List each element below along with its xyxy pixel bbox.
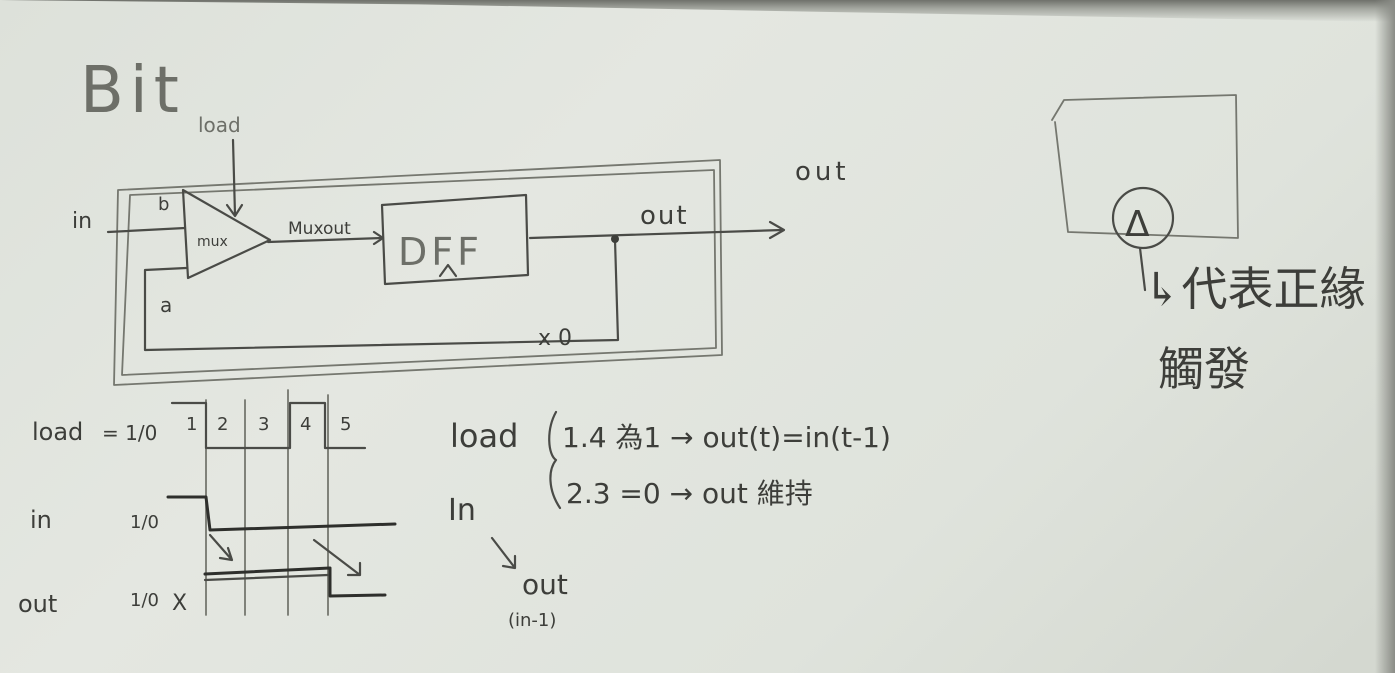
rules-brace xyxy=(548,410,562,510)
rules-in-word: In xyxy=(448,493,476,528)
load-pin-label: load xyxy=(198,113,241,137)
note-pointer xyxy=(1138,246,1147,292)
rules-arrow-icon xyxy=(490,536,517,570)
cycle-4: 4 xyxy=(300,414,311,435)
dff-label: DFF xyxy=(398,230,483,274)
load-arrow-icon xyxy=(225,203,244,218)
load-rules: load 1.4 為1 → out(t)=in(t-1) 2.3 =0 → ou… xyxy=(448,410,891,631)
cycle-1: 1 xyxy=(186,414,197,435)
rules-out-word: out xyxy=(522,568,568,601)
load-waveform xyxy=(170,401,367,450)
rules-load-word: load xyxy=(450,417,518,455)
title-bit: Bit xyxy=(80,54,185,128)
note-line-1: ↳代表正緣 xyxy=(1143,262,1366,316)
delay-arrow-1-icon xyxy=(208,533,234,562)
rule-2: 2.3 =0 → out 維持 xyxy=(566,477,813,510)
muxout-label: Muxout xyxy=(288,219,351,239)
out-wire-label: out xyxy=(640,201,689,231)
timing-diagram: load = 1/0 1 2 3 4 5 in 1/0 out 1/0 X xyxy=(18,389,397,618)
rules-out-sub: (in-1) xyxy=(508,610,556,631)
in-waveform xyxy=(166,495,397,532)
bit-chip-outline xyxy=(113,159,723,386)
mux-label: mux xyxy=(197,234,228,250)
cycle-2: 2 xyxy=(217,414,228,435)
mux-input-a-label: a xyxy=(160,293,172,317)
out-waveform xyxy=(203,566,387,598)
clock-edge-icon xyxy=(438,263,458,278)
in-pin-label: in xyxy=(72,209,92,234)
out-arrow-icon xyxy=(768,220,786,240)
timing-load-levels: = 1/0 xyxy=(102,421,157,445)
timing-load-label: load xyxy=(32,418,83,446)
timing-out-levels: 1/0 xyxy=(130,590,159,611)
feedback-wire xyxy=(143,238,620,352)
in-wire xyxy=(106,226,187,234)
load-wire xyxy=(231,138,237,217)
junction-dot xyxy=(611,235,619,243)
timing-out-label: out xyxy=(18,590,57,618)
chip-out-label: out xyxy=(795,157,850,187)
edge-trigger-note: Δ ↳代表正緣 觸發 xyxy=(1051,94,1366,396)
mux-input-b-label: b xyxy=(158,194,169,215)
dff-block: DFF xyxy=(380,193,530,286)
muxout-wire xyxy=(266,236,384,244)
cycle-5: 5 xyxy=(340,414,351,435)
timing-out-x: X xyxy=(172,591,187,616)
rule-1: 1.4 為1 → out(t)=in(t-1) xyxy=(562,421,891,454)
note-line-2: 觸發 xyxy=(1158,342,1250,396)
timing-in-label: in xyxy=(30,506,52,534)
out-waveform-echo xyxy=(203,573,330,582)
edge-symbol-icon: Δ xyxy=(1125,204,1150,245)
delay-arrow-2-icon xyxy=(312,538,362,577)
feedback-label: x 0 xyxy=(538,326,572,351)
cycle-3: 3 xyxy=(258,414,269,435)
paper-shadow-edge xyxy=(1375,0,1395,673)
mux-block: mux xyxy=(181,188,272,280)
timing-in-levels: 1/0 xyxy=(130,512,159,533)
out-wire xyxy=(528,228,784,240)
